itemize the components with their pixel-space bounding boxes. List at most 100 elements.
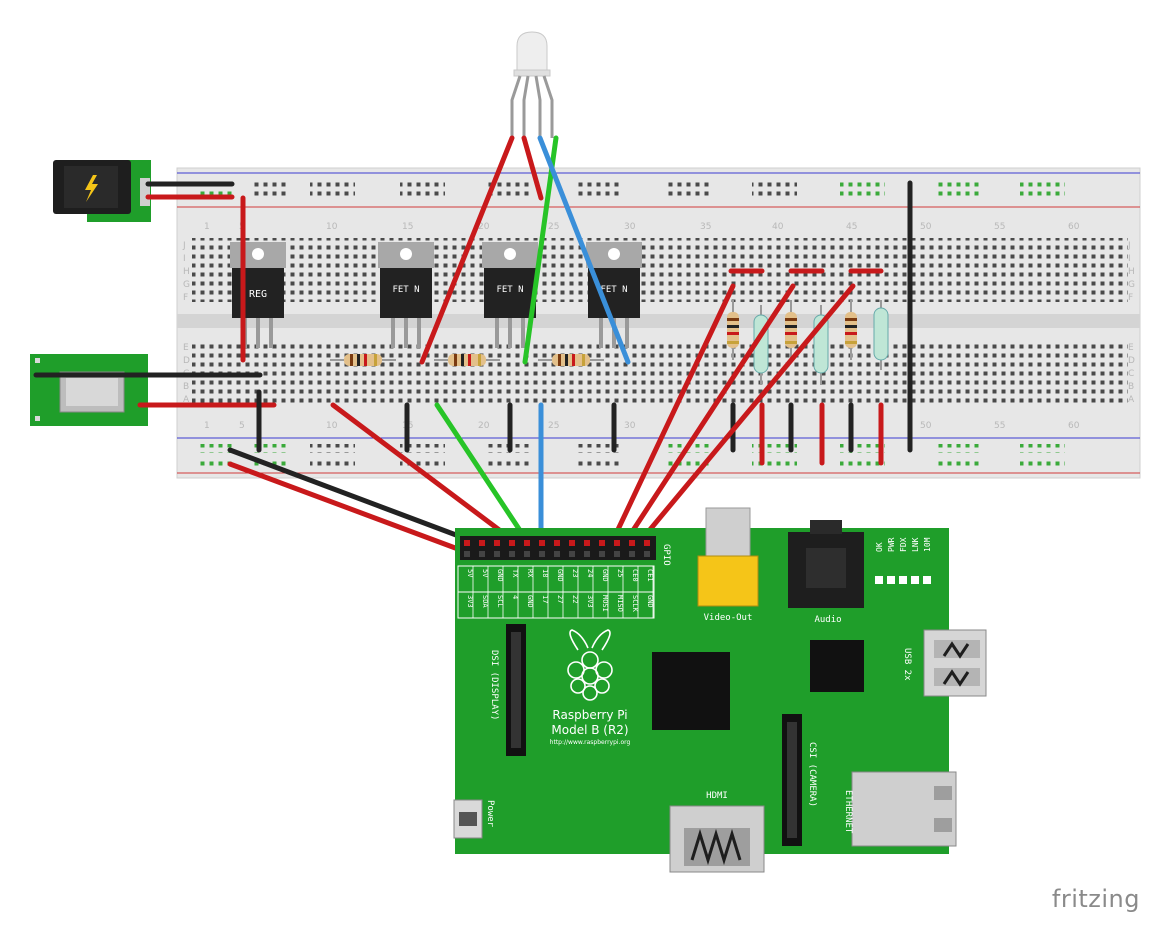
col-num: 35	[700, 222, 711, 232]
gpio-pin	[644, 551, 650, 557]
raspberry-logo	[567, 629, 613, 701]
col-num: 60	[1068, 222, 1080, 232]
usb-ports: USB 2x	[902, 629, 987, 697]
col-num: 50	[920, 222, 932, 232]
mosfet-1: FET N	[378, 242, 434, 348]
row-letter: G	[1128, 280, 1135, 290]
col-num: 1	[204, 421, 210, 431]
col-num: 60	[1068, 421, 1080, 431]
wire-red	[227, 461, 469, 555]
pi-url: http://www.raspberrypi.org	[550, 739, 631, 746]
led-label-pwr: PWR	[887, 537, 896, 552]
row-letter: I	[183, 254, 186, 264]
row-letter: J	[182, 241, 186, 251]
gpio-pin	[614, 540, 620, 546]
gpio-pin	[569, 551, 575, 557]
row-letter: B	[1128, 382, 1134, 392]
usb-power-module	[30, 354, 148, 426]
ethernet-port: ETHERNET	[843, 771, 957, 847]
gpio-pin-label: 3V3	[586, 595, 594, 608]
gpio-pin	[464, 551, 470, 557]
gpio-pin-labels: 5V3V35VSDAGNDSCLTX4RXGND1817GND272322243…	[457, 565, 655, 619]
col-num: 10	[326, 222, 338, 232]
row-letter: E	[1128, 343, 1134, 353]
pi-name-line2: Model B (R2)	[551, 723, 628, 737]
wire-red	[330, 402, 513, 541]
power-bolt-icon	[85, 175, 98, 202]
gpio-pin	[599, 551, 605, 557]
gpio-pin-label: SCL	[496, 595, 504, 608]
gpio-pin	[464, 540, 470, 546]
gpio-pin-label: MOSI	[601, 595, 609, 612]
col-num: 30	[624, 421, 636, 431]
mosfet-3: FET N	[586, 242, 642, 348]
col-num: 1	[204, 222, 210, 232]
resistor-6	[845, 300, 857, 360]
row-letter: B	[183, 382, 189, 392]
gpio-pin	[509, 540, 515, 546]
wires	[33, 135, 913, 555]
gpio-pin	[524, 540, 530, 546]
resistor-2	[434, 354, 500, 366]
rgb-led	[510, 31, 554, 138]
gpio-pin	[629, 551, 635, 557]
led-label-10m: 10M	[923, 537, 932, 552]
fet-label: FET N	[496, 285, 523, 295]
gpio-pin	[554, 551, 560, 557]
gpio-pin	[539, 551, 545, 557]
gpio-pin-label: 24	[586, 569, 594, 577]
col-num: 25	[548, 421, 559, 431]
hdmi-label: HDMI	[706, 791, 728, 801]
column-numbers-bottom: 1 5 10 15 20 25 30 50 55 60	[204, 421, 1080, 431]
row-letter: H	[1128, 267, 1135, 277]
gpio-pin-label: 22	[571, 595, 579, 603]
gpio-pin-label: GND	[646, 595, 654, 608]
resistor-3	[538, 354, 604, 366]
wire-red	[419, 135, 515, 365]
col-num: 5	[239, 421, 245, 431]
gpio-pin-label: GND	[601, 569, 609, 582]
gpio-pin	[629, 540, 635, 546]
gpio-pin	[584, 551, 590, 557]
csi-label: CSI (CAMERA)	[807, 742, 817, 807]
gpio-pin	[509, 551, 515, 557]
gpio-pin-label: 25	[616, 569, 624, 577]
wire-black	[227, 447, 499, 553]
video-out-label: Video-Out	[704, 613, 753, 623]
breadboard: 1 5 10 15 20 25 30 35 40 45 50 55 60 1 5…	[176, 167, 1141, 479]
gpio-pin	[494, 551, 500, 557]
gpio-pin-label: 23	[571, 569, 579, 577]
audio-label: Audio	[814, 615, 841, 625]
gpio-pin-label: 17	[541, 595, 549, 603]
gpio-pin	[584, 540, 590, 546]
fritzing-watermark: fritzing	[1051, 885, 1140, 913]
reed-switch-3	[873, 300, 889, 370]
gpio-pin-label: 5V	[481, 569, 489, 578]
row-letter: E	[183, 343, 189, 353]
col-num: 45	[846, 222, 857, 232]
row-letter: I	[1128, 254, 1131, 264]
gpio-pin	[599, 540, 605, 546]
dsi-connector: DSI (DISPLAY)	[489, 624, 526, 756]
row-letter: J	[1127, 241, 1131, 251]
gpio-pin	[524, 551, 530, 557]
fet-label: FET N	[600, 285, 627, 295]
pi-name-line1: Raspberry Pi	[552, 708, 627, 722]
gpio-header: GPIO	[460, 536, 671, 566]
dc-barrel-jack	[53, 160, 151, 222]
col-num: 50	[920, 421, 932, 431]
status-leds: OK PWR FDX LNK 10M	[875, 537, 932, 584]
col-num: 25	[548, 222, 559, 232]
gpio-pin-label: MISO	[616, 595, 624, 612]
col-num: 10	[326, 421, 338, 431]
gpio-pin-label: 18	[541, 569, 549, 577]
row-letters-right: J I H G F E D C B A	[1127, 241, 1135, 405]
col-num: 15	[402, 222, 413, 232]
wire-red	[611, 283, 736, 541]
power-label: Power	[485, 800, 495, 828]
dsi-label: DSI (DISPLAY)	[489, 650, 499, 720]
gpio-pin-label: 3V3	[466, 595, 474, 608]
col-num: 40	[772, 222, 784, 232]
gpio-pin-label: 5V	[466, 569, 474, 578]
